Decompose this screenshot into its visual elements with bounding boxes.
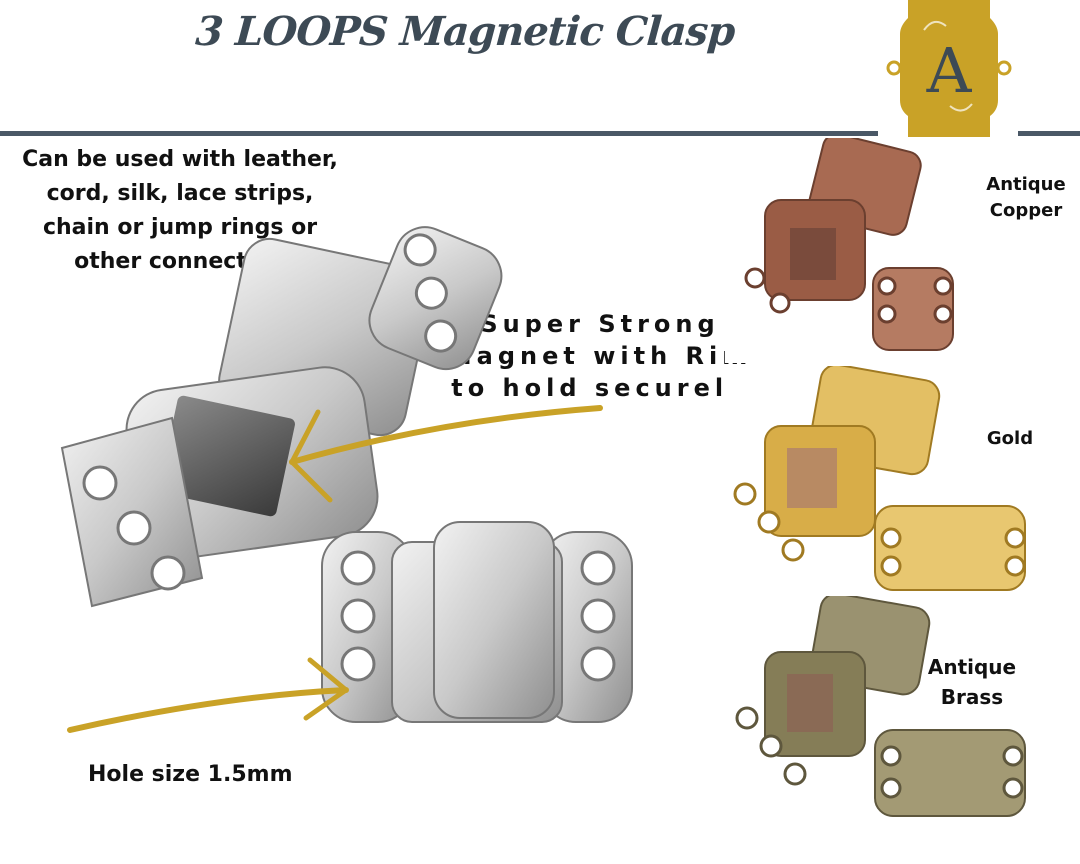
finish-photo-copper xyxy=(725,138,965,363)
finish-photo-brass xyxy=(725,596,1035,822)
brand-logo: A xyxy=(880,0,1018,137)
uses-caption: Can be used with leather, cord, silk, la… xyxy=(22,147,338,274)
logo-letter: A xyxy=(926,34,973,107)
hole-size-caption: Hole size 1.5mm xyxy=(88,762,293,787)
silver-clasp-illustration xyxy=(60,226,633,733)
magnet-caption: Super Strong Magnet with Rim to hold sec… xyxy=(447,310,753,402)
clasp-assembled xyxy=(321,521,633,723)
header-rule xyxy=(0,131,878,136)
header-rule-right xyxy=(1018,131,1080,136)
finish-label-copper-line2: Copper xyxy=(989,200,1063,221)
finish-photo-gold xyxy=(725,366,1040,592)
hole-arrow-icon xyxy=(67,657,349,733)
finish-label-brass-line1: Antique xyxy=(927,655,1017,679)
finish-label-gold: Gold xyxy=(986,428,1034,449)
finish-label-brass: Antique Brass xyxy=(918,652,1026,712)
finish-label-copper: Antique Copper xyxy=(980,172,1072,224)
magnet-arrow-icon xyxy=(289,405,603,503)
finish-label-copper-line1: Antique xyxy=(986,174,1066,195)
finish-label-brass-line2: Brass xyxy=(940,685,1004,709)
